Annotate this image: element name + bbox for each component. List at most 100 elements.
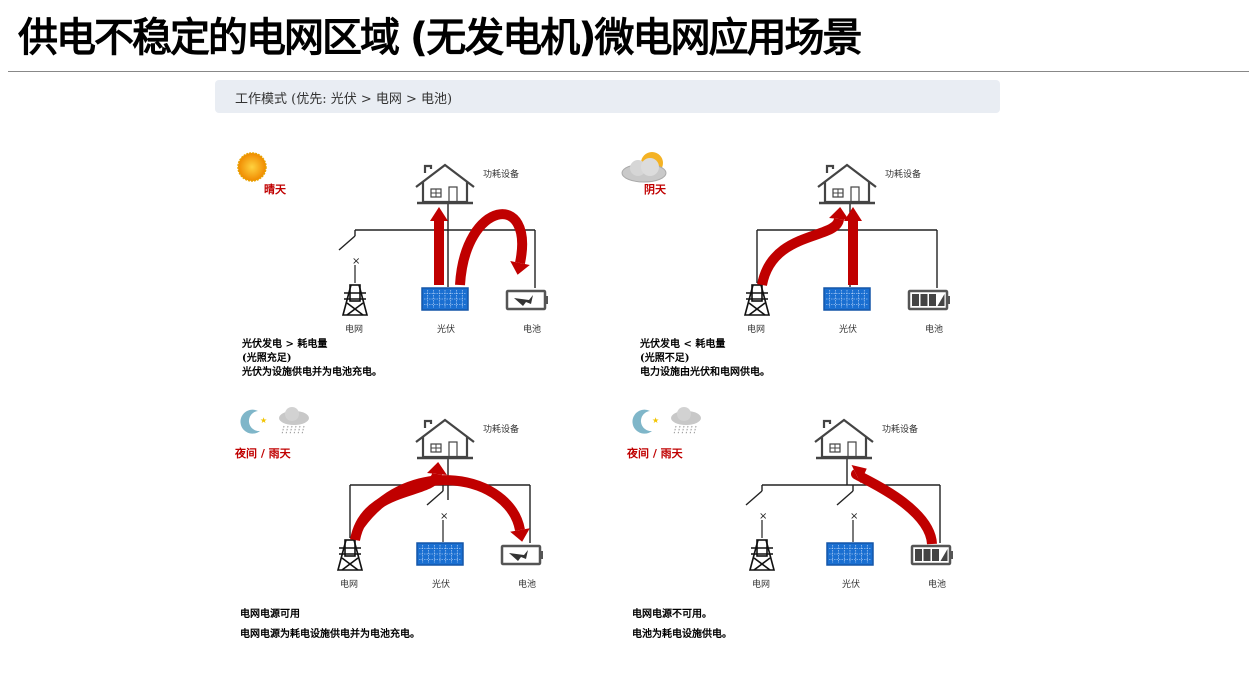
rain-drop xyxy=(289,425,293,435)
solar-panel-icon xyxy=(421,287,469,311)
tower-head xyxy=(751,284,763,302)
pv-label: 光伏 xyxy=(437,325,456,335)
rain-drop xyxy=(693,425,697,435)
pv-switch-open-switch[interactable] xyxy=(426,490,444,506)
switch-x-mark: × xyxy=(759,511,767,522)
house-door xyxy=(448,441,458,458)
house-wall xyxy=(820,437,868,459)
scenario-description-line: 电池为耗电设施供电。 xyxy=(632,629,732,640)
rain-cloud-icon xyxy=(279,407,309,435)
weather-label: 晴天 xyxy=(264,183,286,196)
tower-legs xyxy=(341,284,369,316)
work-mode-bar: 工作模式 (优先: 光伏 > 电网 > 电池) xyxy=(215,80,1000,113)
scenario-diagram xyxy=(621,152,950,316)
lightning-bolt xyxy=(514,295,533,306)
house-icon xyxy=(415,163,475,205)
flow-arrow-battery-to-load-head xyxy=(851,465,867,483)
house-door xyxy=(448,186,458,203)
house-chimney xyxy=(423,419,433,428)
tower-legs xyxy=(748,539,776,571)
flow-arrow-grid-to-load-head xyxy=(427,462,447,475)
lightning-bolt xyxy=(509,550,528,561)
pv-label: 光伏 xyxy=(842,580,861,590)
switch-x-mark: × xyxy=(850,511,858,522)
weather-label: 阴天 xyxy=(644,183,666,196)
house-door xyxy=(847,441,857,458)
grid-label: 电网 xyxy=(747,325,766,335)
house-roof xyxy=(415,163,475,188)
flow-arrow-pv-to-battery-head xyxy=(510,260,530,275)
moon-icon: ★ xyxy=(632,409,659,434)
switch-x-mark: × xyxy=(440,511,448,522)
scenario-description-line: 光伏发电 < 耗电量 xyxy=(640,339,726,350)
scenario-panel-1: ×晴天功耗设备电网光伏电池光伏发电 > 耗电量(光照充足)光伏为设施供电并为电池… xyxy=(220,145,600,395)
house-chimney xyxy=(822,419,832,428)
grid-label: 电网 xyxy=(340,580,359,590)
battery-cell xyxy=(932,549,939,561)
cloudy-sun-icon xyxy=(621,152,667,183)
house-wall xyxy=(421,182,469,204)
tower-brace xyxy=(753,557,771,571)
pv-label: 光伏 xyxy=(839,325,858,335)
scenario-description-line: 电网电源不可用。 xyxy=(632,609,712,620)
battery-terminal xyxy=(545,296,548,304)
grid-switch-open-switch[interactable] xyxy=(745,490,763,506)
tower-brace xyxy=(748,302,766,316)
moon-icon: ★ xyxy=(240,409,267,434)
flow-arrow-grid-to-load xyxy=(757,217,844,287)
scenario-description-line: 电力设施由光伏和电网供电。 xyxy=(640,367,770,378)
battery-cell xyxy=(912,294,919,306)
solar-panel-icon xyxy=(416,542,464,566)
switch-x-mark: × xyxy=(352,256,360,267)
battery-full-icon xyxy=(910,544,953,566)
weather-label: 夜间 / 雨天 xyxy=(235,447,291,460)
battery-charging-icon xyxy=(500,544,543,566)
pv-switch-open-switch[interactable] xyxy=(836,490,854,506)
sun-icon xyxy=(237,152,267,182)
house-door xyxy=(850,186,860,203)
rain-cloud-icon xyxy=(671,407,701,435)
grid-label: 电网 xyxy=(345,325,364,335)
sun-disc xyxy=(237,152,267,182)
solar-panel-icon xyxy=(823,287,871,311)
scenario-description-line: 光伏为设施供电并为电池充电。 xyxy=(242,367,382,378)
cloud xyxy=(641,158,659,176)
rain-drop xyxy=(281,425,285,435)
tower-legs xyxy=(743,284,771,316)
grid-label: 电网 xyxy=(752,580,771,590)
tower-brace xyxy=(346,302,364,316)
battery-cell xyxy=(929,294,936,306)
house-icon xyxy=(415,418,475,460)
scenario-panel-2: 阴天功耗设备电网光伏电池光伏发电 < 耗电量(光照不足)电力设施由光伏和电网供电… xyxy=(612,145,992,395)
scenario-panel-3: ×★夜间 / 雨天功耗设备电网光伏电池电网电源可用电网电源为耗电设施供电并为电池… xyxy=(220,400,600,650)
rain-drop xyxy=(297,425,301,435)
flow-arrow-grid-to-load-head xyxy=(829,207,849,220)
star-icon: ★ xyxy=(652,416,659,425)
battery-cell xyxy=(915,549,922,561)
grid-switch-open-switch[interactable] xyxy=(338,235,356,251)
battery-cell xyxy=(923,549,931,561)
rain-drop xyxy=(685,425,689,435)
house-roof xyxy=(817,163,877,188)
scenario-description-line: (光照不足) xyxy=(640,353,690,364)
house-chimney xyxy=(825,164,835,173)
house-icon xyxy=(817,163,877,205)
scenario-description-line: 电网电源可用 xyxy=(240,609,300,620)
house-wall xyxy=(823,182,871,204)
solar-panel-icon xyxy=(826,542,874,566)
rain-drop xyxy=(681,425,685,435)
flow-arrow-pv-to-battery xyxy=(455,209,527,286)
power-tower-icon xyxy=(748,539,776,571)
flow-arrow-pv-to-load xyxy=(430,207,448,285)
scenario-description-line: 电网电源为耗电设施供电并为电池充电。 xyxy=(240,629,420,640)
tower-brace xyxy=(341,557,359,571)
moon-crescent xyxy=(240,409,260,434)
flow-arrow-grid-to-battery-head xyxy=(510,528,530,542)
battery-label: 电池 xyxy=(518,580,537,590)
rain-drop xyxy=(285,425,289,435)
moon-crescent xyxy=(632,409,652,434)
load-label: 功耗设备 xyxy=(885,170,922,180)
power-tower-icon xyxy=(743,284,771,316)
scenario-description-line: (光照充足) xyxy=(242,353,292,364)
scenario-diagram: × xyxy=(237,152,548,316)
